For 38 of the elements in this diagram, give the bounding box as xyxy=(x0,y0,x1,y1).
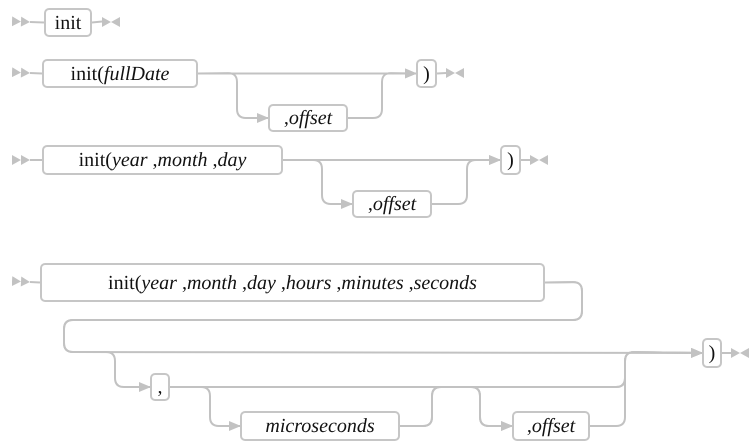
syntax-box xyxy=(268,104,348,132)
syntax-term: init(fullDate xyxy=(70,64,170,84)
syntax-box xyxy=(240,411,400,441)
syntax-term: ,offset xyxy=(526,416,576,436)
syntax-box xyxy=(512,411,590,441)
syntax-box xyxy=(40,263,545,302)
connector xyxy=(521,159,530,161)
syntax-box xyxy=(150,373,170,401)
syntax-box xyxy=(702,338,722,368)
syntax-term: ) xyxy=(423,64,430,84)
connector xyxy=(12,155,42,165)
syntax-term: ,offset xyxy=(284,108,332,128)
connector xyxy=(63,281,583,392)
connector xyxy=(436,72,446,74)
connector xyxy=(432,155,501,205)
connector xyxy=(348,68,417,119)
syntax-box xyxy=(44,8,92,37)
syntax-term: , xyxy=(158,377,162,397)
connector xyxy=(283,159,353,209)
syntax-box xyxy=(500,145,521,175)
connector xyxy=(92,20,102,24)
syntax-box xyxy=(42,59,198,88)
syntax-box xyxy=(416,59,437,88)
connector xyxy=(12,16,44,27)
syntax-term: init(year ,month ,day ,hours ,minutes ,seconds xyxy=(108,272,477,292)
connector xyxy=(12,67,42,78)
syntax-term: ,offset xyxy=(368,194,416,214)
syntax-term: microseconds xyxy=(265,416,375,436)
connector xyxy=(12,276,40,287)
connector xyxy=(198,72,269,123)
syntax-term: ) xyxy=(507,150,514,170)
syntax-term: init xyxy=(54,12,82,32)
connector xyxy=(590,348,703,427)
syntax-box xyxy=(352,190,432,218)
syntax-term: ) xyxy=(708,343,716,363)
syntax-term: init(year ,month ,day xyxy=(78,150,246,170)
connector xyxy=(722,352,731,354)
syntax-box xyxy=(42,145,283,175)
